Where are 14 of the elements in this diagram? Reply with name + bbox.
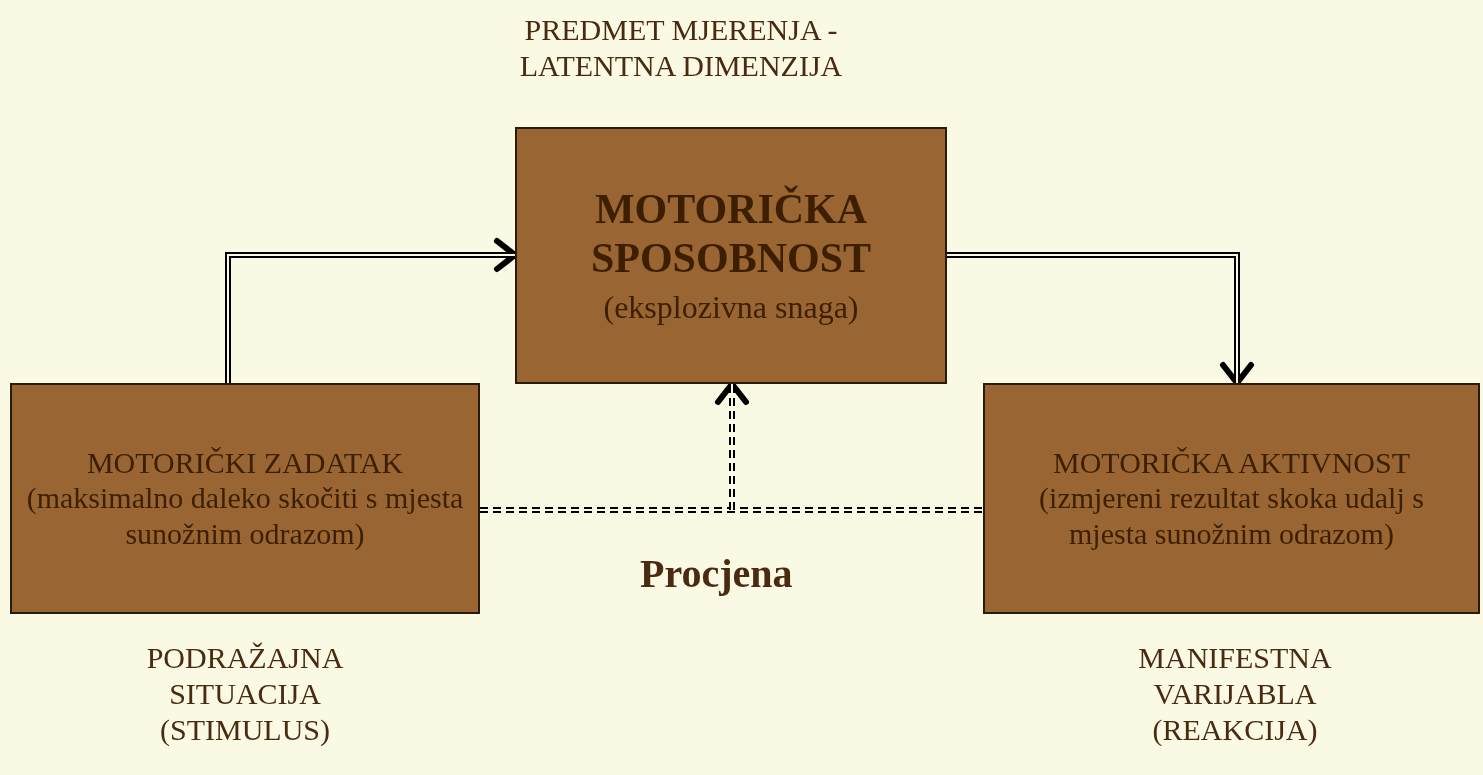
caption-text: PODRAŽAJNA SITUACIJA (STIMULUS)	[145, 640, 345, 748]
box-text: (maksimalno daleko skočiti s mjesta sunožnim odrazom)	[25, 480, 465, 553]
process-box	[10, 383, 480, 614]
box-heading: MOTORIČKA SPOSOBNOST	[589, 184, 873, 284]
box-text: (eksplozivna snaga)	[603, 287, 859, 327]
caption-text: MANIFESTNA VARIJABLA (REAKCIJA)	[1137, 640, 1333, 748]
box-heading: MOTORIČKA AKTIVNOST	[1053, 444, 1410, 481]
box-heading: MOTORIČKI ZADATAK	[86, 444, 404, 481]
process-box	[983, 383, 1480, 614]
annotation-text: Procjena	[640, 550, 793, 597]
box-text: (izmjereni rezultat skoka udalj s mjesta sunožnim odrazom)	[1038, 480, 1425, 553]
double-line-arrow	[947, 252, 1254, 386]
caption-text: PREDMET MJERENJA - LATENTNA DIMENZIJA	[518, 12, 844, 84]
process-box	[515, 127, 947, 384]
